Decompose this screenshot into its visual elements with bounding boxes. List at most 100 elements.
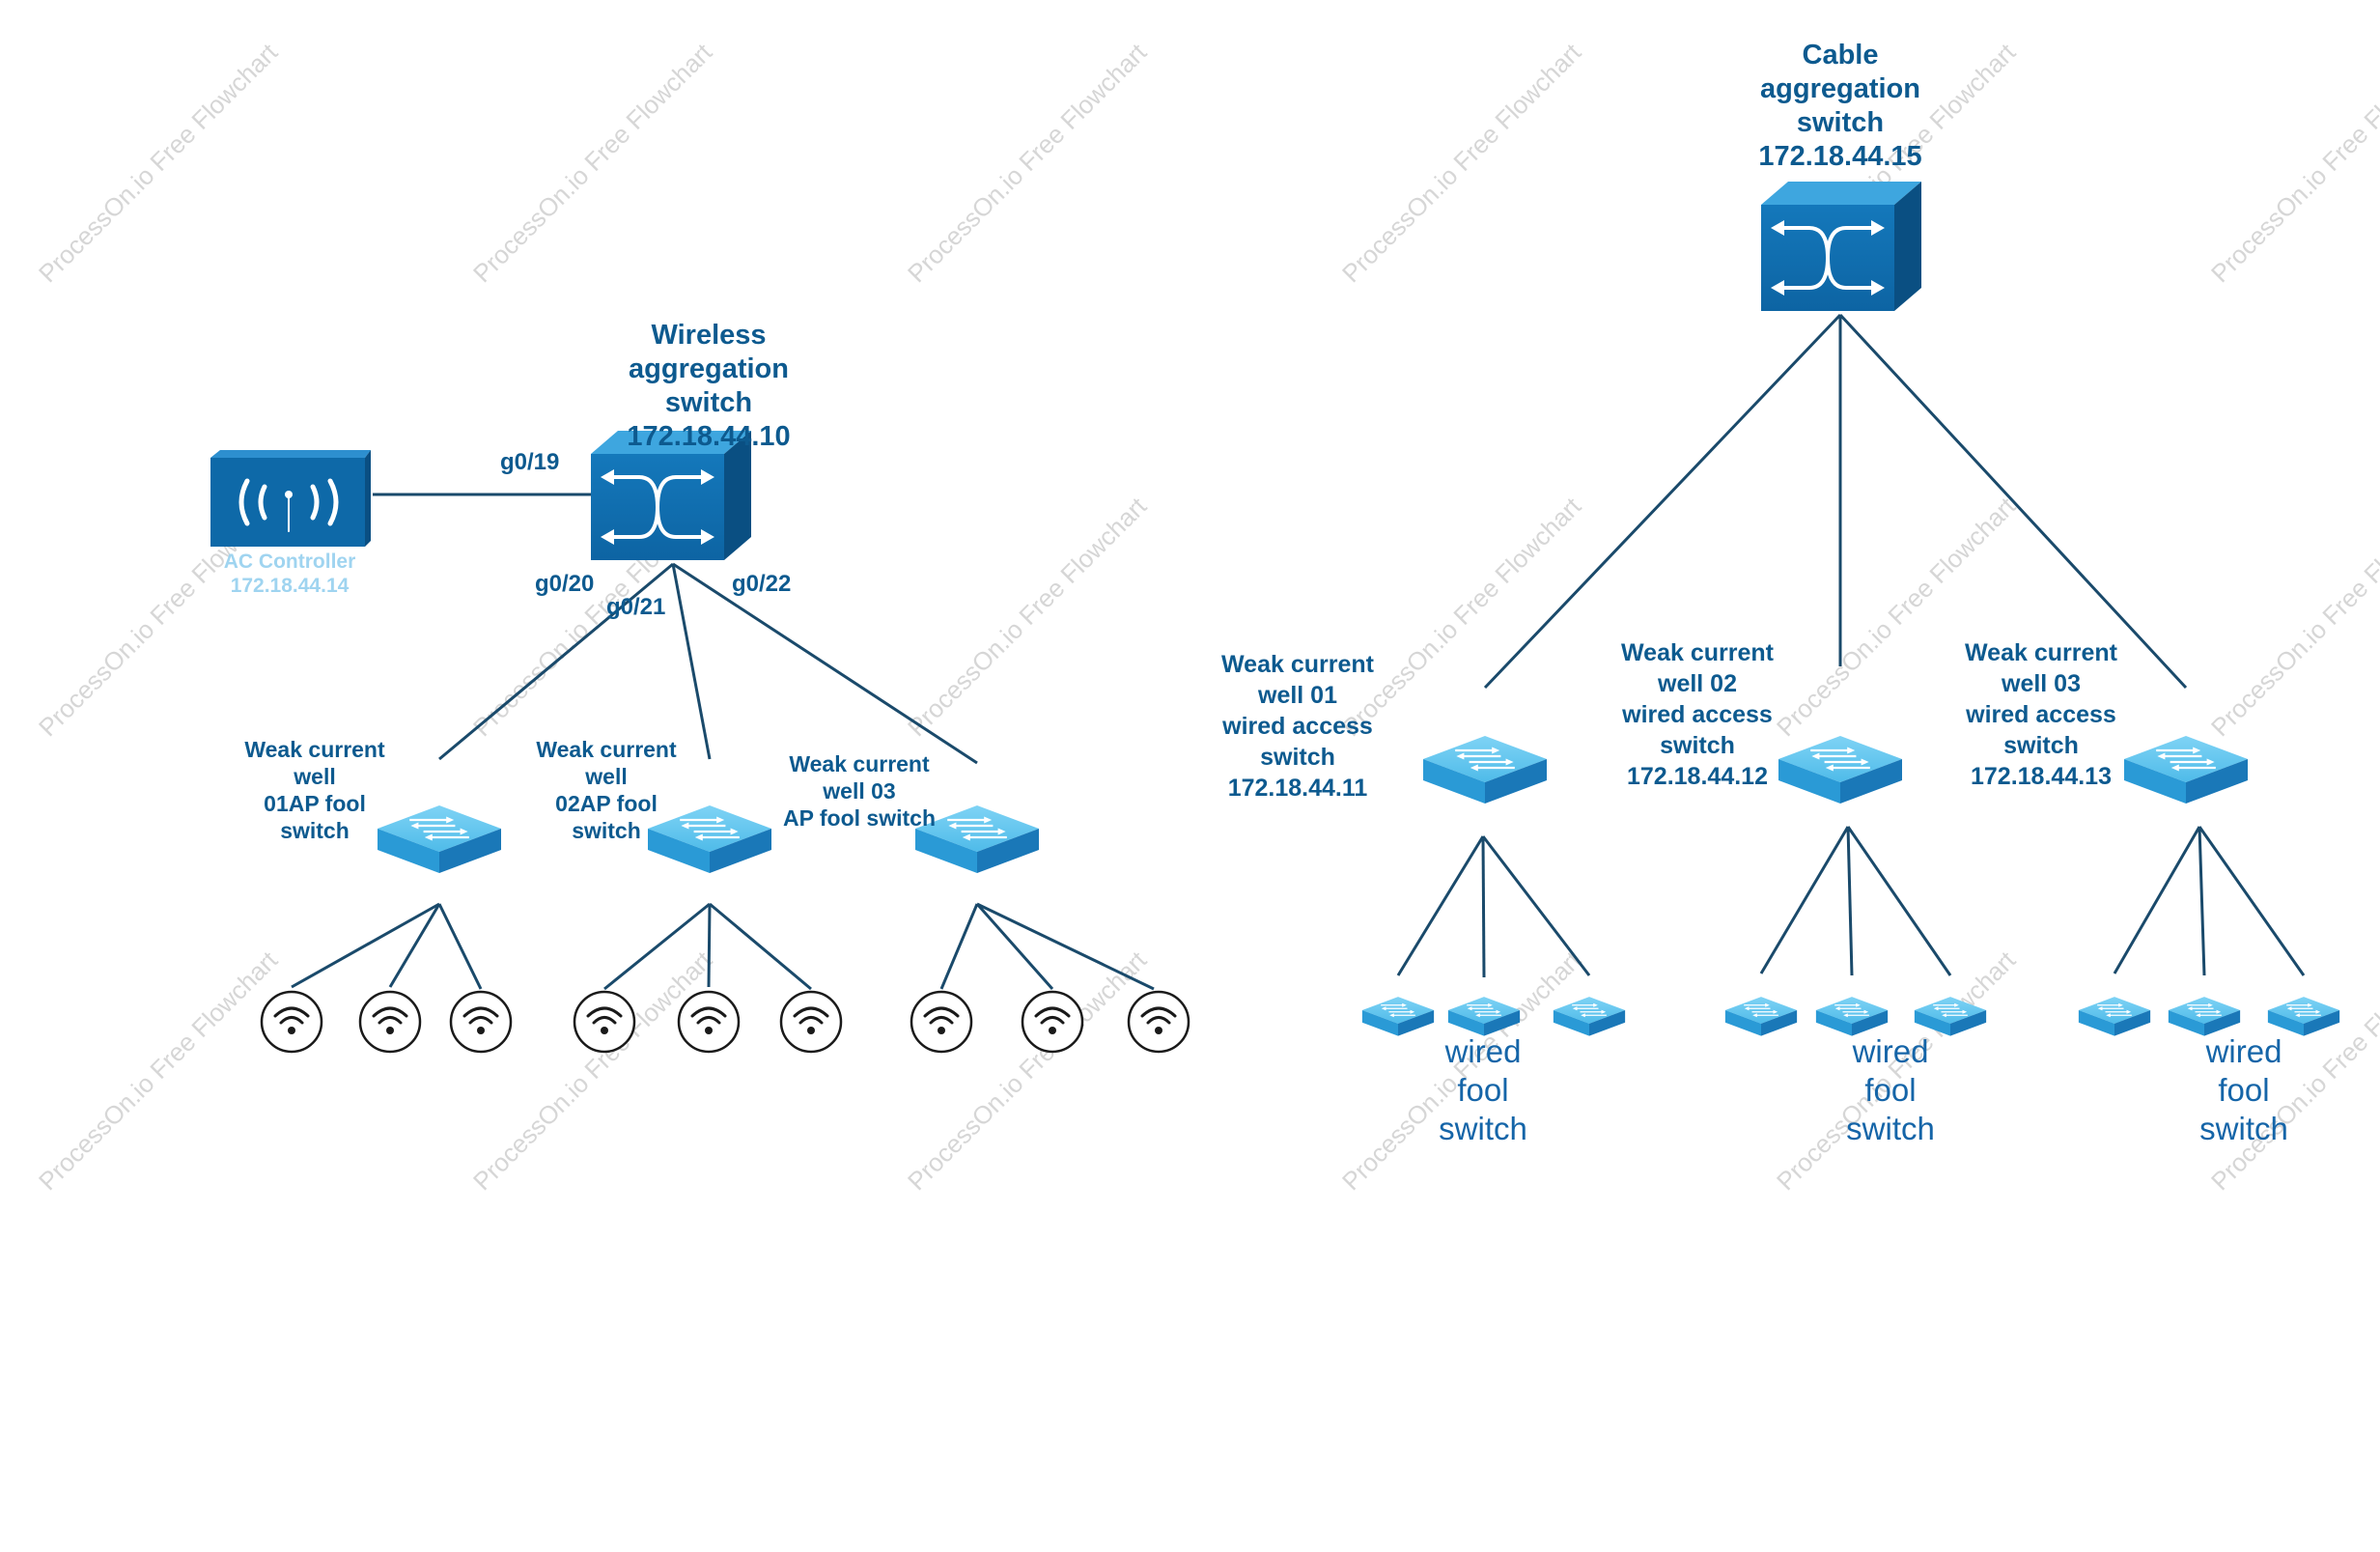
link-ap03-to-ap-3: [976, 902, 1155, 991]
switch-arrows-icon: [947, 816, 1007, 841]
wired-access-01-label: Weak current well 01 wired access switch…: [1221, 651, 1375, 802]
wifi-access-point-icon[interactable]: [1021, 990, 1084, 1054]
wired-fool-switch-2-1[interactable]: [1724, 997, 1798, 1036]
ap-switch-01-title-line3: 01AP fool: [264, 791, 366, 816]
access-02-title-line3: wired access: [1621, 701, 1773, 728]
ap-switch-01-label: Weak current well 01AP fool switch: [244, 737, 385, 843]
watermark-text: ProcessOn.io Free Flowchart: [33, 37, 284, 288]
link-ap02-to-ap-2: [707, 903, 712, 988]
port-label-g0-22: g0/22: [732, 571, 791, 597]
switch-arrows-icon: [1933, 1002, 1968, 1018]
ap-switch-02[interactable]: [648, 805, 771, 873]
link-cable-agg-to-access-03: [1838, 313, 2188, 690]
wireless-agg-switch-label: Wireless aggregation switch 172.18.44.10: [627, 320, 790, 452]
cable-agg-switch[interactable]: [1761, 182, 1921, 311]
access-03-title-line4: switch: [2003, 732, 2079, 759]
wireless-agg-switch[interactable]: [591, 431, 751, 560]
wifi-access-point-icon[interactable]: [779, 990, 843, 1054]
wired-access-switch-01[interactable]: [1423, 736, 1547, 804]
cable-agg-title-line2: aggregation: [1760, 73, 1920, 104]
link-access01-to-fool-3: [1481, 835, 1591, 976]
ac-controller-name: AC Controller: [224, 550, 356, 573]
access-02-title-line2: well 02: [1657, 670, 1737, 697]
wired-access-switch-03[interactable]: [2124, 736, 2248, 804]
wifi-access-point-icon[interactable]: [677, 990, 741, 1054]
access-points: [260, 990, 1190, 1054]
port-label-g0-19: g0/19: [500, 449, 559, 475]
wired-access-switch-02[interactable]: [1778, 736, 1902, 804]
wireless-agg-title-line2: aggregation: [629, 353, 789, 384]
wifi-access-point-icon[interactable]: [358, 990, 422, 1054]
ap-switch-03[interactable]: [915, 805, 1039, 873]
wired-fool-switch-3-1[interactable]: [2078, 997, 2151, 1036]
access-01-ip: 172.18.44.11: [1228, 775, 1368, 802]
fool-group-03-line3: switch: [2199, 1111, 2288, 1146]
wifi-access-point-icon[interactable]: [1127, 990, 1190, 1054]
wifi-access-point-icon[interactable]: [260, 990, 323, 1054]
link-agg-to-ap-switch-02: [671, 563, 712, 760]
ac-controller-label: AC Controller 172.18.44.14: [224, 550, 356, 597]
link-cable-agg-to-access-01: [1483, 313, 1842, 690]
link-ap01-to-ap-2: [388, 903, 441, 988]
fool-group-01-line1: wired: [1444, 1033, 1522, 1069]
link-ap01-to-ap-1: [291, 902, 440, 989]
wired-fool-switch-3-3[interactable]: [2267, 997, 2340, 1036]
link-ap03-to-ap-1: [939, 903, 979, 990]
switch-arrows-icon: [1810, 747, 1870, 772]
cable-agg-title-line3: switch: [1797, 107, 1884, 138]
ap-switch-02-title-line3: 02AP fool: [555, 791, 658, 816]
wifi-access-point-icon[interactable]: [449, 990, 513, 1054]
wired-access-03-label: Weak current well 03 wired access switch…: [1965, 639, 2118, 790]
wired-fool-switch-2-2[interactable]: [1815, 997, 1889, 1036]
link-access02-to-fool-1: [1759, 826, 1850, 974]
wired-access-02-label: Weak current well 02 wired access switch…: [1621, 639, 1775, 790]
access-03-ip: 172.18.44.13: [1971, 763, 2112, 790]
switch-arrows-icon: [1744, 1002, 1778, 1018]
link-ap03-to-ap-2: [975, 903, 1054, 990]
link-access01-to-fool-1: [1396, 835, 1485, 976]
watermark-text: ProcessOn.io Free Flowchart: [1771, 945, 2022, 1196]
ac-controller[interactable]: [210, 450, 371, 547]
wifi-access-point-icon[interactable]: [573, 990, 636, 1054]
wifi-access-point-icon[interactable]: [910, 990, 973, 1054]
wired-fool-switch-1-3[interactable]: [1553, 997, 1626, 1036]
switch-arrows-icon: [1467, 1002, 1501, 1018]
access-02-ip: 172.18.44.12: [1627, 763, 1768, 790]
ap-switch-03-title-line1: Weak current: [789, 751, 930, 776]
wired-fool-switch-3-2[interactable]: [2168, 997, 2241, 1036]
link-ap02-to-ap-1: [603, 902, 711, 991]
wireless-controller-icon: [238, 478, 339, 532]
wired-fool-switch-1-2[interactable]: [1447, 997, 1521, 1036]
switch-arrows-icon: [1572, 1002, 1607, 1018]
link-access03-to-fool-3: [2198, 826, 2306, 976]
watermark-text: ProcessOn.io Free Flowchart: [2205, 37, 2380, 288]
fool-group-02-line2: fool: [1864, 1072, 1916, 1108]
port-label-g0-20: g0/20: [535, 571, 594, 597]
ap-switch-01-title-line1: Weak current: [244, 737, 385, 762]
wired-links: [1396, 313, 2306, 978]
cable-agg-title-line1: Cable: [1803, 40, 1879, 71]
fool-group-03-line2: fool: [2218, 1072, 2269, 1108]
ap-switch-01-title-line2: well: [293, 764, 335, 789]
wired-fool-group-01-label: wired fool switch: [1439, 1033, 1527, 1146]
switch-arrows-icon: [1381, 1002, 1415, 1018]
switch-arrows-icon: [2156, 747, 2216, 772]
ap-switch-02-title-line4: switch: [572, 818, 641, 843]
link-access01-to-fool-2: [1481, 835, 1486, 978]
wired-fool-switch-1-1[interactable]: [1361, 997, 1435, 1036]
watermark-text: ProcessOn.io Free Flowchart: [1336, 491, 1587, 742]
fool-group-02-line3: switch: [1846, 1111, 1935, 1146]
ap-switch-01[interactable]: [378, 805, 501, 873]
link-ap02-to-ap-3: [709, 902, 812, 991]
switch-arrows-icon: [1834, 1002, 1869, 1018]
link-agg-to-ap-switch-01: [438, 562, 674, 761]
wireless-links: [291, 493, 1155, 991]
link-agg-to-ap-switch-03: [672, 562, 978, 765]
switch-cube-icon: [601, 469, 714, 545]
wired-fool-switch-2-3[interactable]: [1914, 997, 1987, 1036]
watermark-text: ProcessOn.io Free Flowchart: [467, 37, 718, 288]
ap-switch-03-title-line2: well 03: [822, 778, 895, 804]
access-03-title-line3: wired access: [1965, 701, 2116, 728]
